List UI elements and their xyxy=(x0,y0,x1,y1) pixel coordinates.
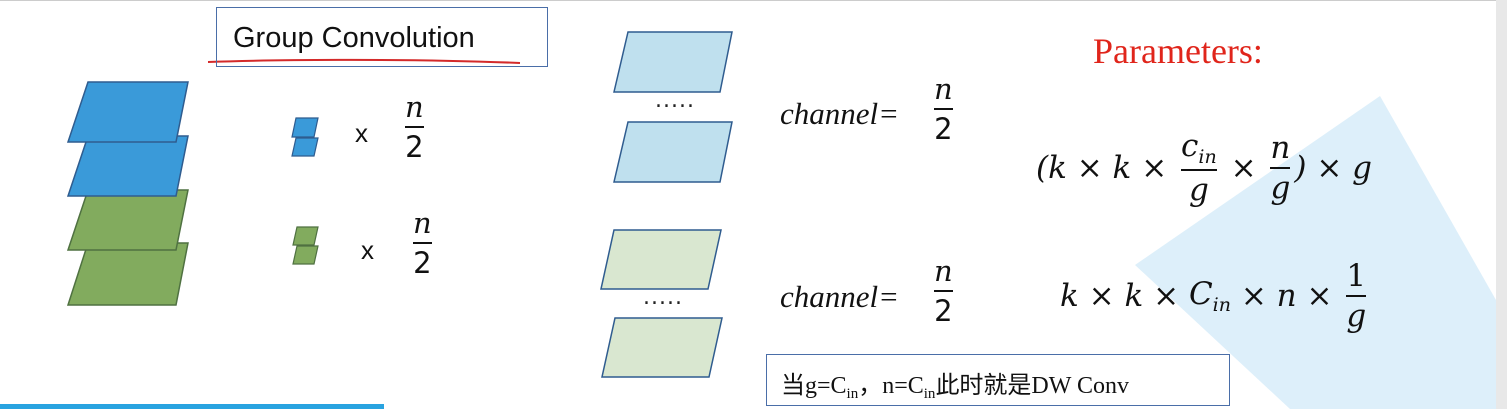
dw-conv-note: 当g=Cin，n=Cin此时就是DW Conv xyxy=(766,354,1230,406)
fraction-denominator: 2 xyxy=(413,246,432,280)
kernel-blue-bottom xyxy=(291,137,319,157)
kernel-blue-top xyxy=(291,117,319,138)
group-conv-parameter-formula: (k × k × cin g × n g ) × g xyxy=(1036,128,1372,208)
fraction-numerator: n xyxy=(405,90,424,124)
feature-map-green-2 xyxy=(66,242,189,306)
fraction-numerator: n xyxy=(413,206,432,240)
formula-n-over-g: n g xyxy=(1270,130,1291,206)
parameters-heading: Parameters: xyxy=(1093,31,1263,71)
formula-1-over-g: 1 g xyxy=(1346,258,1367,334)
dw-parameter-formula: k × k × Cin × n × 1 g xyxy=(1060,258,1370,334)
fraction-numerator: n xyxy=(934,254,953,288)
fraction-bar xyxy=(413,242,432,244)
fraction-denominator: 2 xyxy=(934,294,953,328)
kernel-green-top xyxy=(292,226,319,246)
note-subscript-2: in xyxy=(923,386,936,402)
group-convolution-title: Group Convolution xyxy=(216,7,548,67)
output-map-green-top xyxy=(600,229,722,290)
formula-cin-over-g: cin g xyxy=(1181,128,1217,208)
channel-fraction-top: n 2 xyxy=(934,72,953,146)
formula-c: c xyxy=(1181,128,1199,164)
bottom-accent-line xyxy=(0,404,384,409)
formula-times: × xyxy=(1220,150,1267,186)
fraction-n-over-2-green: n 2 xyxy=(413,206,432,280)
output-map-blue-top xyxy=(613,31,733,93)
note-subscript-1: in xyxy=(846,386,859,402)
right-scrollbar-track xyxy=(1496,0,1507,409)
formula-1-numerator: 1 xyxy=(1346,258,1367,294)
formula-open: (k × k × xyxy=(1036,150,1178,186)
note-text-3: 此时就是DW Conv xyxy=(935,373,1129,399)
feature-map-green-1 xyxy=(66,189,189,251)
formula-c: C xyxy=(1188,276,1213,312)
formula-c-subscript: in xyxy=(1198,146,1217,168)
formula-c-subscript: in xyxy=(1212,294,1231,316)
formula-cin: cin xyxy=(1181,128,1217,168)
channel-label-top: channel= xyxy=(780,96,900,131)
formula-cin: Cin xyxy=(1189,276,1231,316)
fraction-numerator: n xyxy=(934,72,953,106)
output-map-green-bottom xyxy=(601,317,723,378)
channel-label-bottom: channel= xyxy=(780,279,900,314)
fraction-bar xyxy=(934,108,953,110)
title-underline xyxy=(207,58,521,64)
fraction-n-over-2-blue: n 2 xyxy=(405,90,424,164)
fraction-bar xyxy=(1181,169,1217,171)
formula-g-denominator: g xyxy=(1270,170,1291,206)
ellipsis-blue: ..... xyxy=(655,88,695,113)
formula-times-n: × n × xyxy=(1231,278,1343,314)
note-text-2: ，n=C xyxy=(858,373,924,399)
formula-close: ) × g xyxy=(1294,150,1373,186)
fraction-bar xyxy=(1346,295,1367,297)
fraction-denominator: 2 xyxy=(934,112,953,146)
fraction-denominator: 2 xyxy=(405,130,424,164)
background-triangle xyxy=(1135,96,1496,409)
kernel-green-bottom xyxy=(292,245,319,265)
formula-n-numerator: n xyxy=(1270,130,1291,166)
multiply-sign-green: x xyxy=(361,235,374,265)
ellipsis-green: ..... xyxy=(643,285,683,310)
multiply-sign-blue: x xyxy=(355,118,368,148)
feature-map-blue-1 xyxy=(66,81,189,143)
fraction-bar xyxy=(405,126,424,128)
channel-fraction-bottom: n 2 xyxy=(934,254,953,328)
feature-map-blue-2 xyxy=(66,135,189,197)
fraction-bar xyxy=(934,290,953,292)
formula-k-k: k × k × xyxy=(1060,278,1189,314)
fraction-bar xyxy=(1270,167,1291,169)
note-text-1: 当g=C xyxy=(781,373,847,399)
formula-g-denominator: g xyxy=(1346,298,1367,334)
formula-g-denominator: g xyxy=(1188,172,1209,208)
output-map-blue-bottom xyxy=(613,121,733,183)
